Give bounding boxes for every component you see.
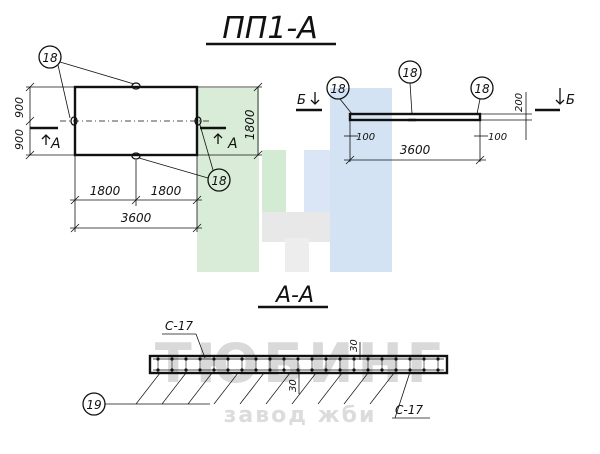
callout-18-elev-right [470, 76, 494, 100]
section-outline [148, 354, 449, 375]
callout-plan-bottom: 18 [211, 174, 227, 188]
plan-dim-half-left: 1800 [90, 184, 121, 198]
callout-18-top [38, 45, 62, 69]
hatch-lines [135, 372, 395, 405]
section-mesh-bottom: С-17 [395, 403, 423, 417]
callout-elev-right: 18 [474, 82, 490, 96]
plan-view: 900 900 А А 1800 1800 1800 3600 18 [13, 45, 263, 233]
hatch-line [265, 372, 291, 405]
callout-18-elev-left [326, 76, 350, 100]
hatch-line [135, 372, 161, 405]
plan-dim-height: 1800 [243, 109, 257, 140]
loop-top [131, 82, 141, 90]
callout-section-bottom: 19 [86, 398, 101, 412]
section-title: А-А [274, 283, 314, 308]
section-cover-bottom: 30 [288, 379, 299, 392]
hatch-line [213, 372, 239, 405]
elev-dim-thickness: 200 [514, 93, 525, 112]
loop-bottom [131, 152, 141, 160]
elev-cut-left: Б [297, 93, 306, 108]
hatch-line [187, 372, 213, 405]
watermark-subtitle: завод жби [224, 403, 377, 428]
loop-right [194, 116, 202, 126]
elev-dim-length: 3600 [400, 143, 431, 157]
callout-elev-mid: 18 [402, 66, 418, 80]
plan-cut-left: А [50, 136, 61, 152]
plan-cut-right: А [227, 136, 238, 152]
drawing-title: ПП1-А [222, 11, 318, 46]
hatch-line [317, 372, 343, 405]
hatch-line [343, 372, 369, 405]
watermark-logo [197, 88, 392, 272]
plan-dim-total: 3600 [121, 211, 152, 225]
plan-dim-half-right: 1800 [151, 184, 182, 198]
plan-dim-upper: 900 [13, 97, 26, 118]
loop-left [70, 116, 78, 126]
section-view: С-17 С-17 30 30 19 [82, 319, 449, 419]
hatch-line [161, 372, 187, 405]
hatch-line [239, 372, 265, 405]
hatch-line [369, 372, 395, 405]
rebar-dots [156, 357, 440, 372]
callout-top-left: 18 [42, 51, 58, 65]
callout-18-plan [207, 168, 231, 192]
elevation-view: Б Б 200 100 100 3600 18 18 18 [296, 60, 575, 165]
section-mesh-top: С-17 [165, 319, 193, 333]
hatch-line [291, 372, 317, 405]
callout-elev-left: 18 [330, 82, 346, 96]
elev-dim-left-offset: 100 [356, 132, 375, 143]
elev-dim-right-offset: 100 [488, 132, 507, 143]
plan-dim-lower: 900 [13, 129, 26, 150]
elev-cut-right: Б [566, 93, 575, 108]
section-cover-top: 30 [349, 339, 360, 352]
